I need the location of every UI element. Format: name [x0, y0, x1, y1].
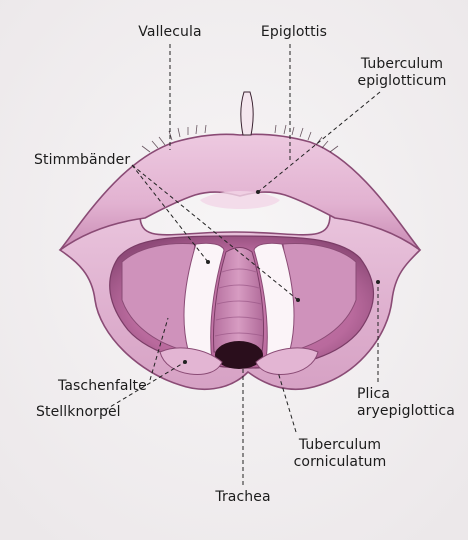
- label-tuberculum-corniculatum: Tuberculum corniculatum: [284, 437, 396, 471]
- label-plica-aryepiglottica: Plica aryepiglottica: [357, 386, 455, 420]
- label-tuberculum-epiglotticum-line1: Tuberculum: [346, 56, 458, 73]
- label-tuberculum-epiglotticum-line2: epiglotticum: [346, 73, 458, 90]
- label-plica-line1: Plica: [357, 386, 455, 403]
- label-taschenfalte: Taschenfalte: [58, 378, 147, 395]
- label-epiglottis: Epiglottis: [246, 24, 342, 41]
- label-stellknorpel: Stellknorpel: [36, 404, 121, 421]
- label-stimmbaender: Stimmbänder: [34, 152, 130, 169]
- label-tuberculum-corniculatum-line2: corniculatum: [284, 454, 396, 471]
- label-vallecula: Vallecula: [112, 24, 228, 41]
- trachea-opening: [215, 341, 263, 369]
- label-plica-line2: aryepiglottica: [357, 403, 455, 420]
- label-tuberculum-corniculatum-line1: Tuberculum: [284, 437, 396, 454]
- epiglottis-stalk: [241, 92, 253, 135]
- label-tuberculum-epiglotticum: Tuberculum epiglotticum: [346, 56, 458, 90]
- label-trachea: Trachea: [203, 489, 283, 506]
